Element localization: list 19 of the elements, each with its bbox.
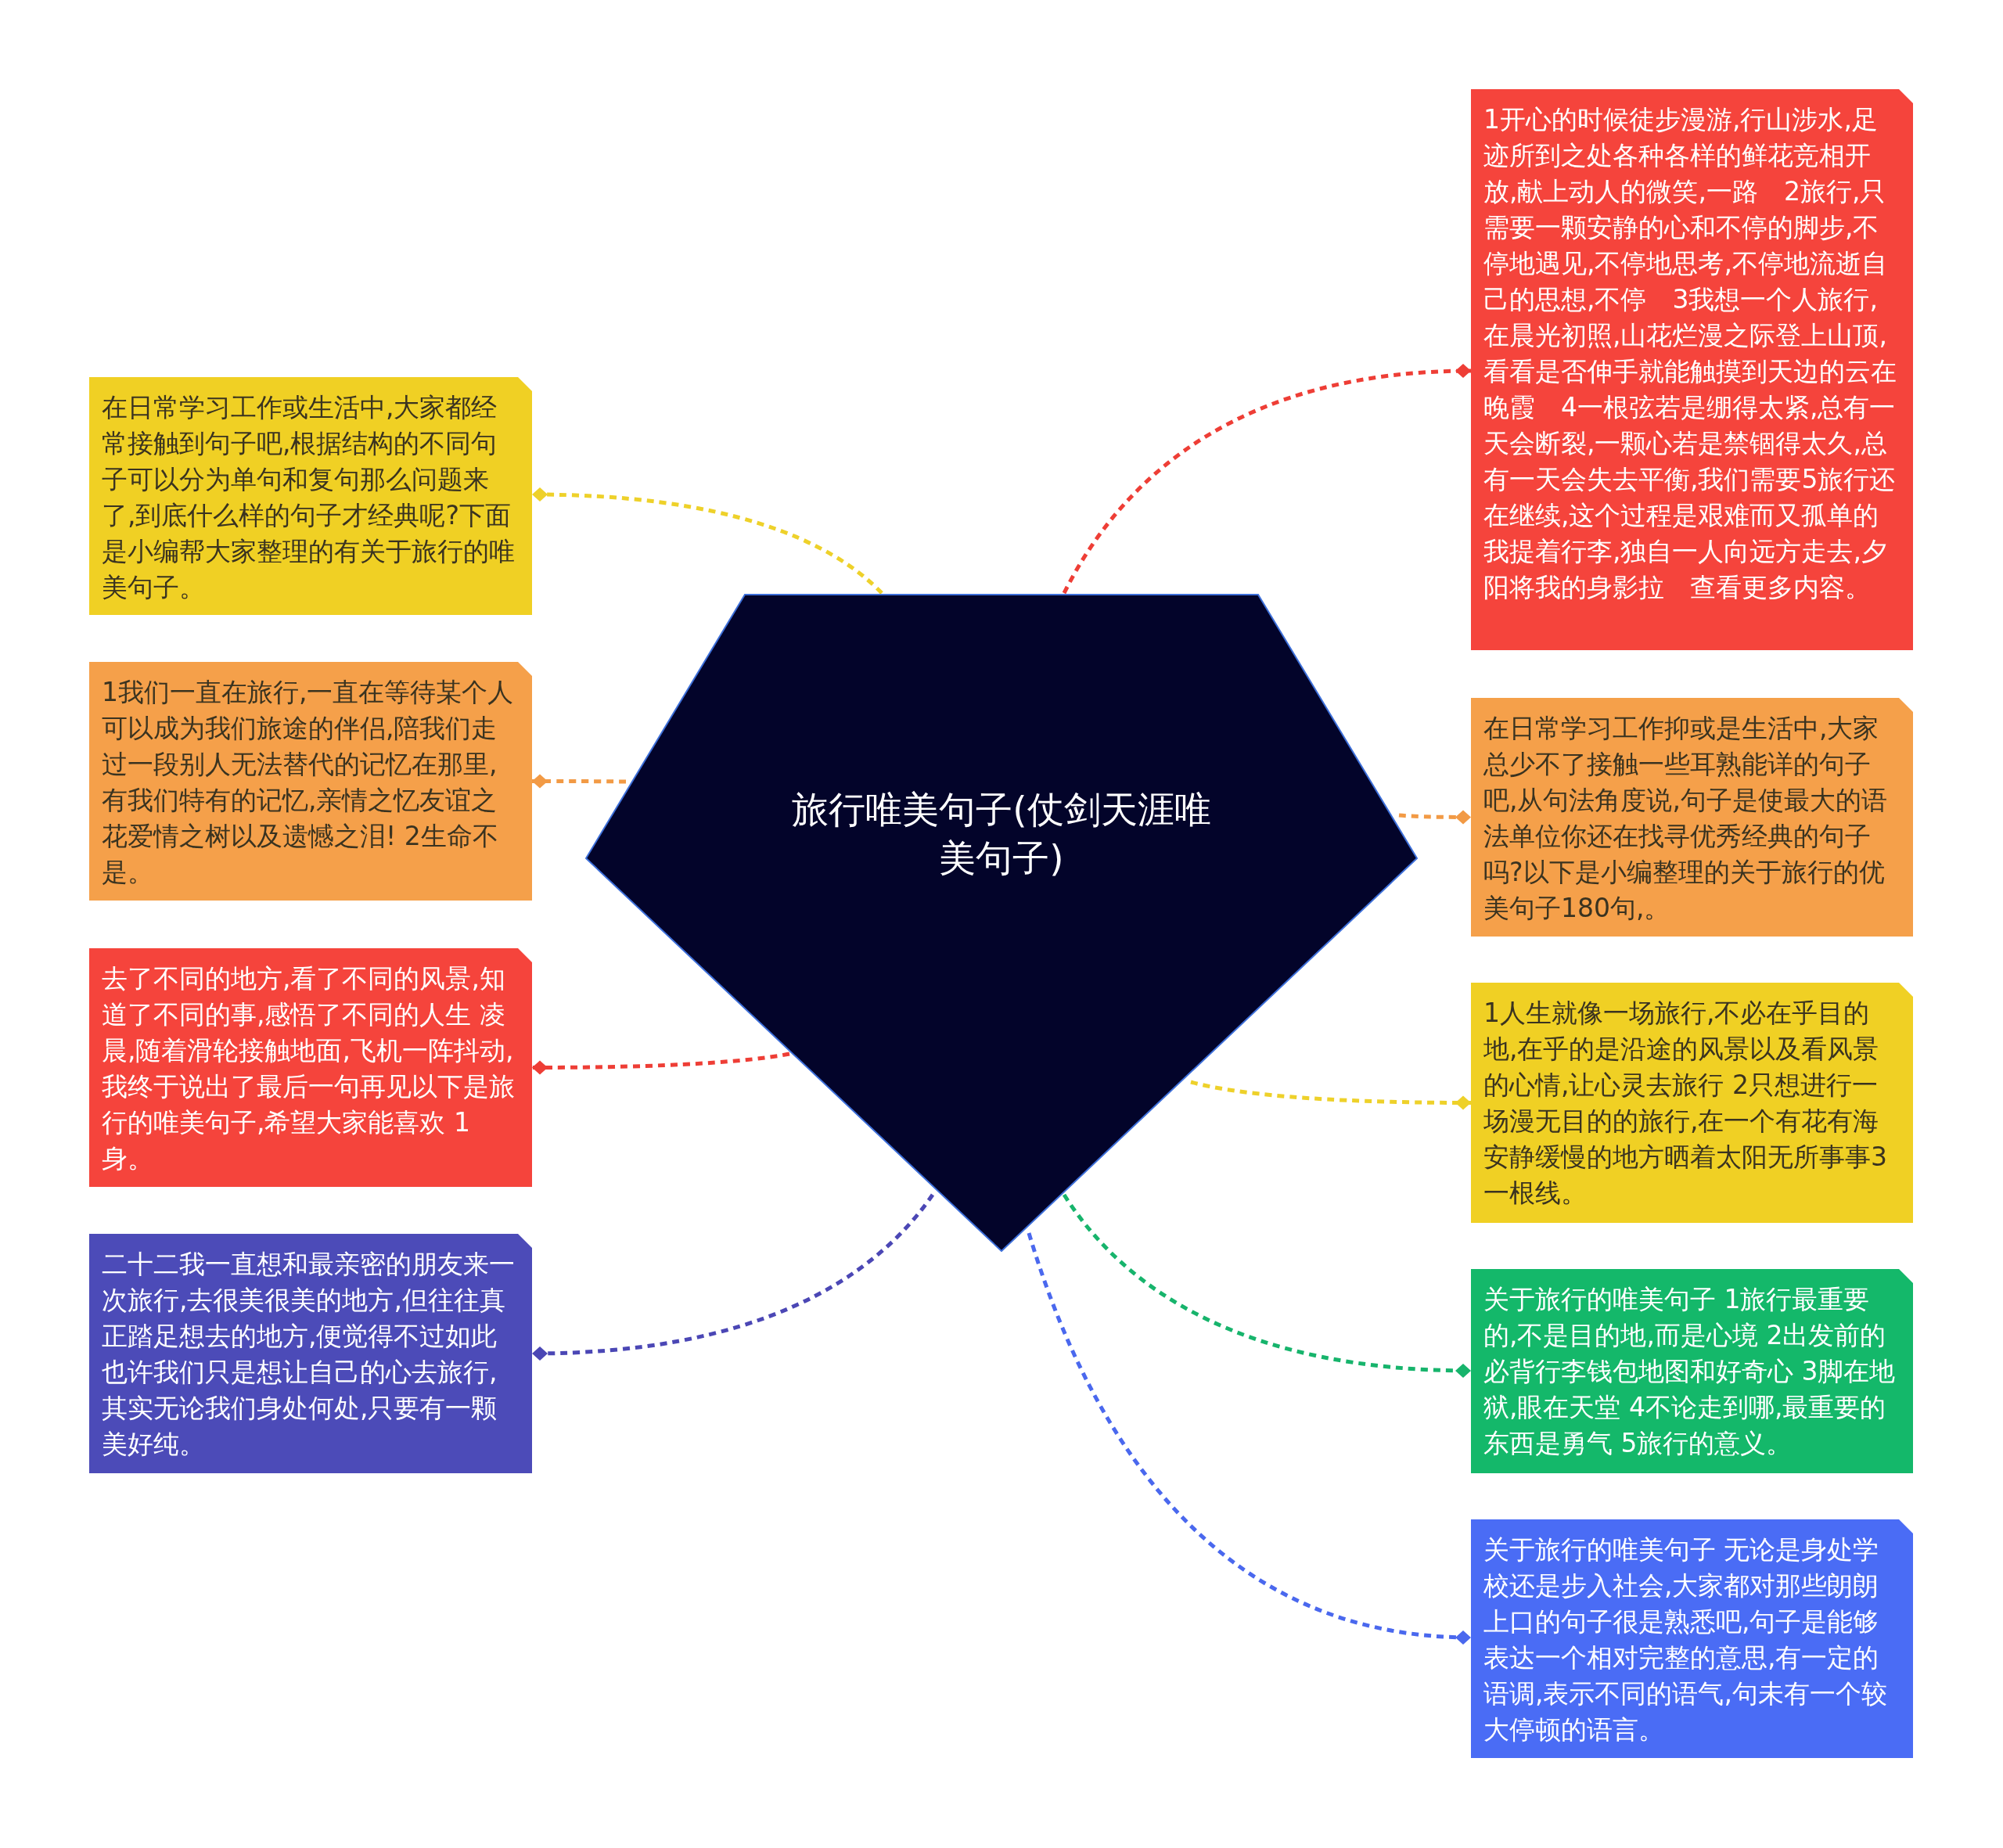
text-card: 在日常学习工作或生活中,大家都经常接触到句子吧,根据结构的不同句子可以分为单句和复句那么问题来了,到底什么样的句子才经典呢?下面是小编帮大家整理的有关于旅行的唯美句子。 [89, 377, 532, 615]
connector [532, 1052, 790, 1075]
connector [531, 1193, 934, 1361]
text-card: 1我们一直在旅行,一直在等待某个人可以成为我们旅途的伴侣,陪我们走过一段别人无法替代的记忆在那里,有我们特有的记忆,亲情之忆友谊之花爱情之树以及遗憾之泪! 2生命不是。 [89, 662, 532, 901]
connector [532, 774, 627, 789]
text-card: 1开心的时候徒步漫游,行山涉水,足迹所到之处各种各样的鲜花竞相开放,献上动人的微笑,一路 2旅行,只需要一颗安静的心和不停的脚步,不停地遇见,不停地思考,不停地流逝自己的思想,不停 3我想一个人旅行,在晨光初照,山花烂漫之际登上山顶,看看是否伸手就能触摸到天边的云在晚霞 4一根弦若是绷得太紧,总有一天会断裂,一颗心若是禁锢得太久,总有一天会失去平衡,我们需要5旅行还在继续,这个过程是艰难而又孤单的我提着行李,独自一人向远方走去,夕阳将我的身影拉 查看更多内容。 [1471, 89, 1913, 650]
text-card: 去了不同的地方,看了不同的风景,知道了不同的事,感悟了不同的人生 凌晨,随着滑轮接触地面,飞机一阵抖动,我终于说出了最后一句再见以下是旅行的唯美句子,希望大家能喜欢 1身。 [89, 948, 532, 1187]
connector [1190, 1080, 1471, 1110]
text-card: 关于旅行的唯美句子 无论是身处学校还是步入社会,大家都对那些朗朗上口的句子很是熟悉吧,句子是能够表达一个相对完整的意思,有一定的语调,表示不同的语气,句未有一个较大停顿的语言。 [1471, 1519, 1913, 1758]
connector [1398, 810, 1471, 825]
connector [1062, 364, 1472, 595]
connector [1062, 1193, 1472, 1378]
topic-text: 旅行唯美句子(仗剑天涯唯美句子) [791, 787, 1212, 881]
text-card: 二十二我一直想和最亲密的朋友来一次旅行,去很美很美的地方,但往往真正踏足想去的地方,便觉得不过如此也许我们只是想让自己的心去旅行,其实无论我们身处何处,只要有一颗美好纯。 [89, 1234, 532, 1473]
text-card: 在日常学习工作抑或是生活中,大家总少不了接触一些耳熟能详的句子吧,从句法角度说,句子是使最大的语法单位你还在找寻优秀经典的句子吗?以下是小编整理的关于旅行的优美句子180句,。 [1471, 698, 1913, 937]
text-card: 关于旅行的唯美句子 1旅行最重要的,不是目的地,而是心境 2出发前的必背行李钱包地图和好奇心 3脚在地狱,眼在天堂 4不论走到哪,最重要的东西是勇气 5旅行的意义。 [1471, 1269, 1913, 1473]
connector [531, 487, 883, 595]
connector [1027, 1232, 1472, 1645]
text-card: 1人生就像一场旅行,不必在乎目的地,在乎的是沿途的风景以及看风景的心情,让心灵去旅行 2只想进行一场漫无目的的旅行,在一个有花有海安静缓慢的地方晒着太阳无所事事3一根线。 [1471, 983, 1913, 1223]
